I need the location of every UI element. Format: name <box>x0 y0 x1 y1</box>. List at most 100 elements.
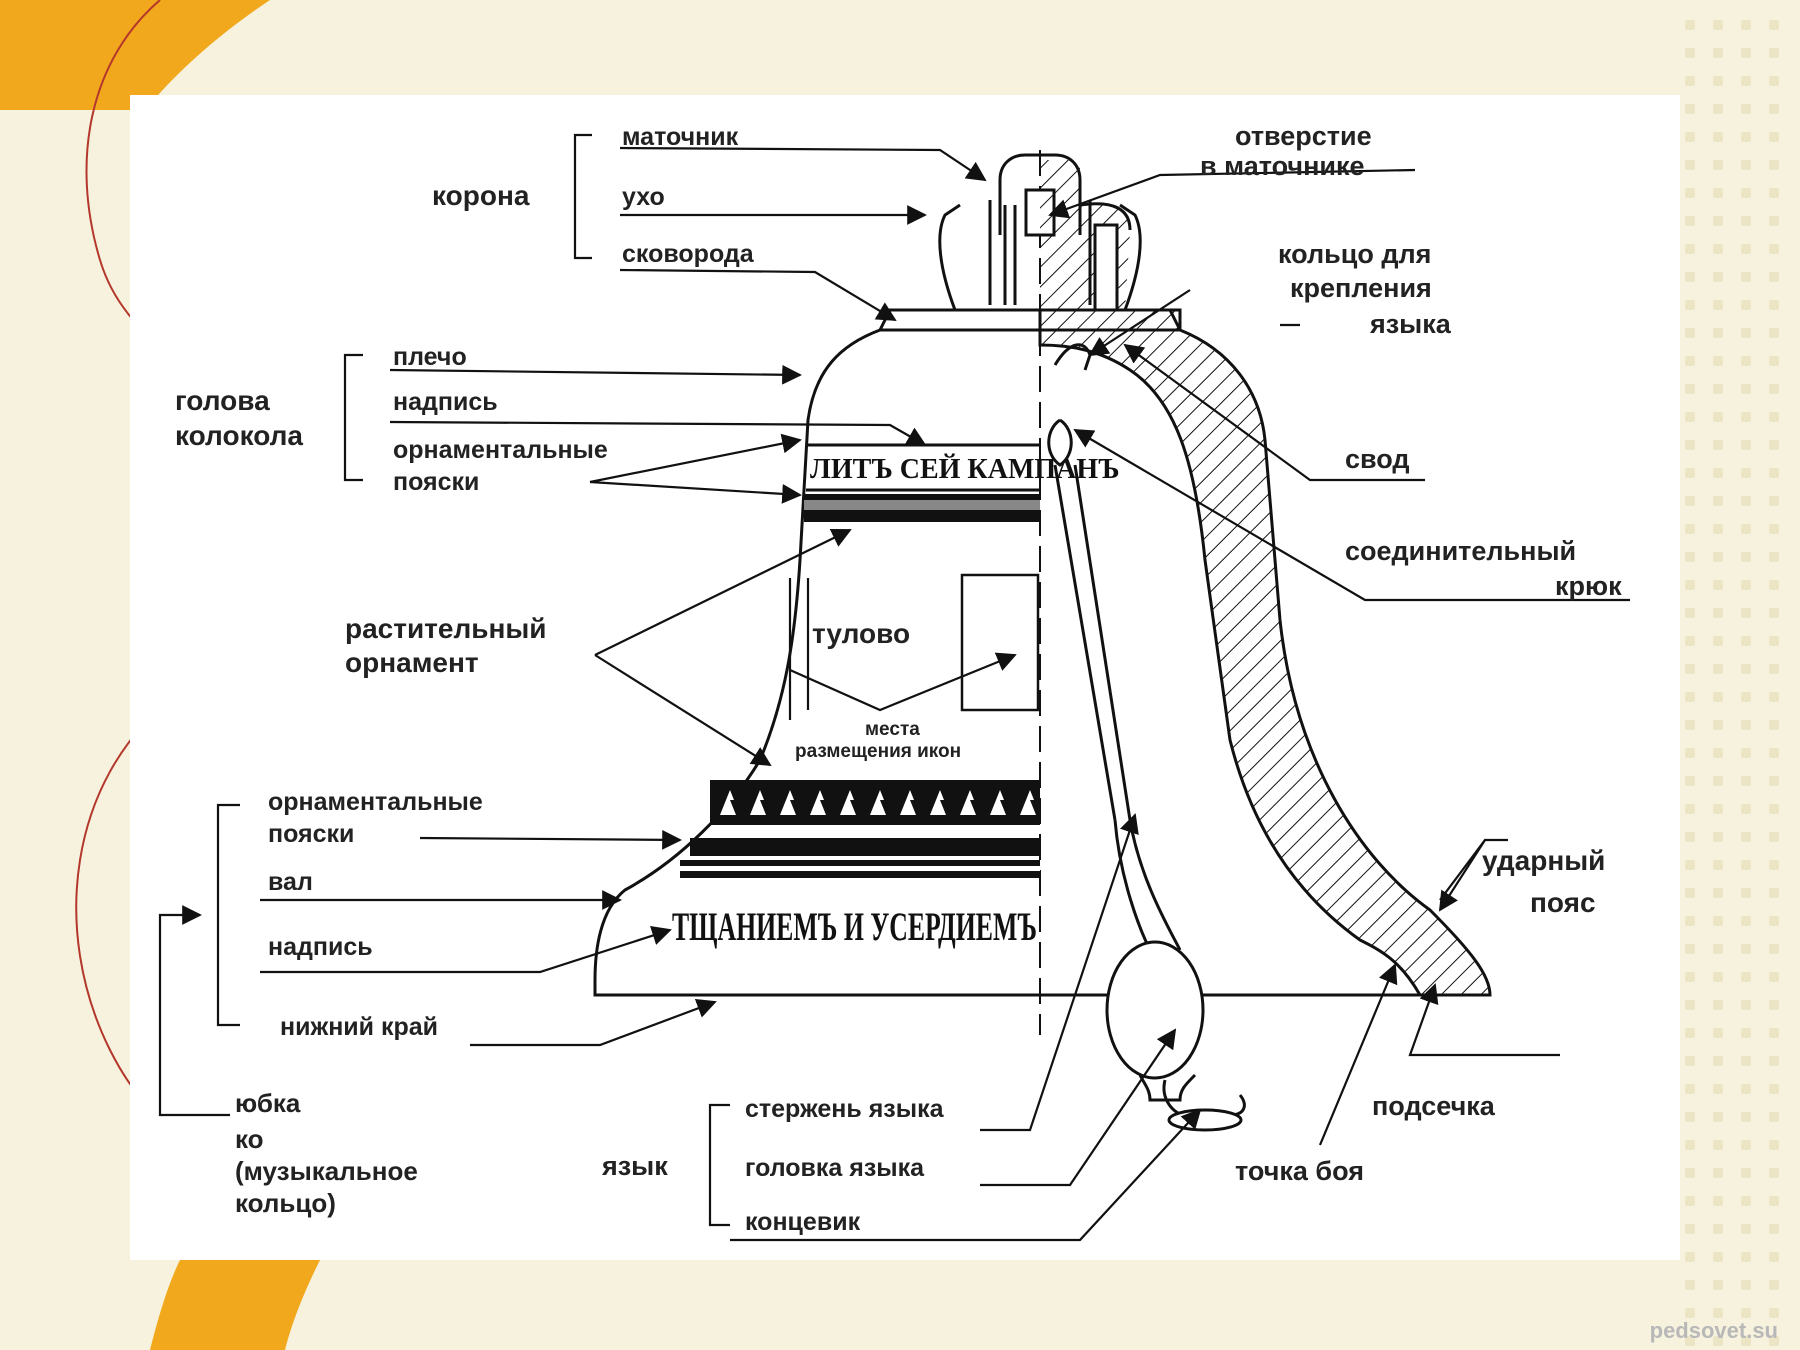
pattern-dot <box>1741 748 1751 758</box>
pattern-dot <box>1713 860 1723 870</box>
pattern-dot <box>1713 580 1723 590</box>
pattern-dot <box>1713 496 1723 506</box>
pattern-dot <box>1769 1140 1779 1150</box>
watermark: pedsovet.su <box>1649 1318 1778 1343</box>
icon-frame-left <box>788 578 810 720</box>
pattern-dot <box>1769 1280 1779 1290</box>
pattern-dot <box>1769 160 1779 170</box>
pattern-dot <box>1713 972 1723 982</box>
pattern-dot <box>1741 104 1751 114</box>
pattern-dot <box>1685 720 1695 730</box>
pattern-dot <box>1685 244 1695 254</box>
pattern-dot <box>1713 664 1723 674</box>
pattern-dot <box>1685 1308 1695 1318</box>
ornament-motif <box>1020 790 1036 815</box>
pattern-dot <box>1769 1224 1779 1234</box>
pattern-dot <box>1685 48 1695 58</box>
pattern-dot <box>1685 104 1695 114</box>
label-koltso-2: крепления <box>1290 273 1432 303</box>
pattern-dot <box>1769 1168 1779 1178</box>
pattern-dot <box>1713 1196 1723 1206</box>
pattern-dot <box>1741 636 1751 646</box>
pattern-dot <box>1769 748 1779 758</box>
pattern-dot <box>1713 944 1723 954</box>
pattern-dot <box>1741 860 1751 870</box>
pattern-dot <box>1741 552 1751 562</box>
label-mesta-1: места <box>865 719 920 740</box>
pattern-dot <box>1769 76 1779 86</box>
pattern-dot <box>1769 412 1779 422</box>
pattern-dot <box>1741 720 1751 730</box>
pattern-dot <box>1741 132 1751 142</box>
pattern-dot <box>1713 720 1723 730</box>
pattern-dot <box>1741 1308 1751 1318</box>
clapper <box>1047 343 1246 1132</box>
pattern-dot <box>1713 1280 1723 1290</box>
pattern-dot <box>1685 804 1695 814</box>
pattern-dot <box>1713 1056 1723 1066</box>
label-yubka-4: кольцо) <box>235 1188 336 1218</box>
pattern-dot <box>1685 216 1695 226</box>
pattern-dot <box>1769 300 1779 310</box>
bell-wall-section <box>1038 308 1492 997</box>
pattern-dot <box>1713 1308 1723 1318</box>
pattern-dot <box>1685 1336 1695 1346</box>
pattern-dot <box>1685 384 1695 394</box>
pattern-dot <box>1685 524 1695 534</box>
pattern-dot <box>1741 664 1751 674</box>
pattern-dot <box>1741 216 1751 226</box>
lower-bell-inscription: ТЩАНИЕМЪ И УСЕРДИЕМЪ <box>672 904 1037 949</box>
pattern-dot <box>1685 1140 1695 1150</box>
pattern-dot <box>1713 832 1723 842</box>
pattern-dot <box>1713 636 1723 646</box>
pattern-dot <box>1713 440 1723 450</box>
pattern-dot <box>1769 1112 1779 1122</box>
label-ukho: ухо <box>622 183 665 211</box>
label-nadpis-top: надпись <box>393 388 498 416</box>
pattern-dot <box>1741 944 1751 954</box>
pattern-dot <box>1769 244 1779 254</box>
bell-outline <box>593 328 1040 997</box>
label-yubka-2: ко <box>235 1124 264 1154</box>
orange-swoosh-top <box>0 0 270 110</box>
pattern-dot <box>1769 888 1779 898</box>
pattern-dot <box>1685 552 1695 562</box>
pattern-dot <box>1741 1084 1751 1094</box>
pattern-dot <box>1713 888 1723 898</box>
label-sterzhen: стержень языка <box>745 1095 945 1123</box>
pattern-dot <box>1713 384 1723 394</box>
pattern-dot <box>1769 48 1779 58</box>
pattern-dot <box>1741 76 1751 86</box>
pattern-dot <box>1713 804 1723 814</box>
pattern-dot <box>1713 20 1723 30</box>
pattern-dot <box>1741 1336 1751 1346</box>
pattern-dot <box>1741 48 1751 58</box>
pattern-dot <box>1713 1224 1723 1234</box>
pattern-dot <box>1685 1168 1695 1178</box>
upper-bell-inscription: ЛИТЪ СЕЙ КАМПАНЪ <box>810 454 1120 485</box>
pattern-dot <box>1769 1056 1779 1066</box>
pattern-dot <box>1769 636 1779 646</box>
label-rastit-2: орнамент <box>345 647 479 678</box>
label-mesta-2: размещения икон <box>795 741 961 762</box>
label-korona: корона <box>432 180 530 211</box>
ornament-motif <box>900 790 916 815</box>
pattern-dot <box>1769 860 1779 870</box>
pattern-dot <box>1685 1056 1695 1066</box>
label-yubka-1: юбка <box>235 1088 301 1118</box>
pattern-dot <box>1741 496 1751 506</box>
pattern-dot <box>1769 216 1779 226</box>
pattern-dot <box>1741 160 1751 170</box>
pattern-dot <box>1713 328 1723 338</box>
pattern-dot <box>1741 832 1751 842</box>
label-matochnik: маточник <box>622 123 739 151</box>
pattern-dot <box>1769 776 1779 786</box>
pattern-dot <box>1713 1140 1723 1150</box>
pattern-dot <box>1713 776 1723 786</box>
pattern-dot <box>1769 1196 1779 1206</box>
pattern-dot <box>1713 608 1723 618</box>
labels: корона маточник ухо сковорода отверстие … <box>175 121 1622 1236</box>
label-nizhny-krai: нижний край <box>280 1013 438 1041</box>
pattern-dot <box>1741 1252 1751 1262</box>
pattern-dot <box>1685 776 1695 786</box>
